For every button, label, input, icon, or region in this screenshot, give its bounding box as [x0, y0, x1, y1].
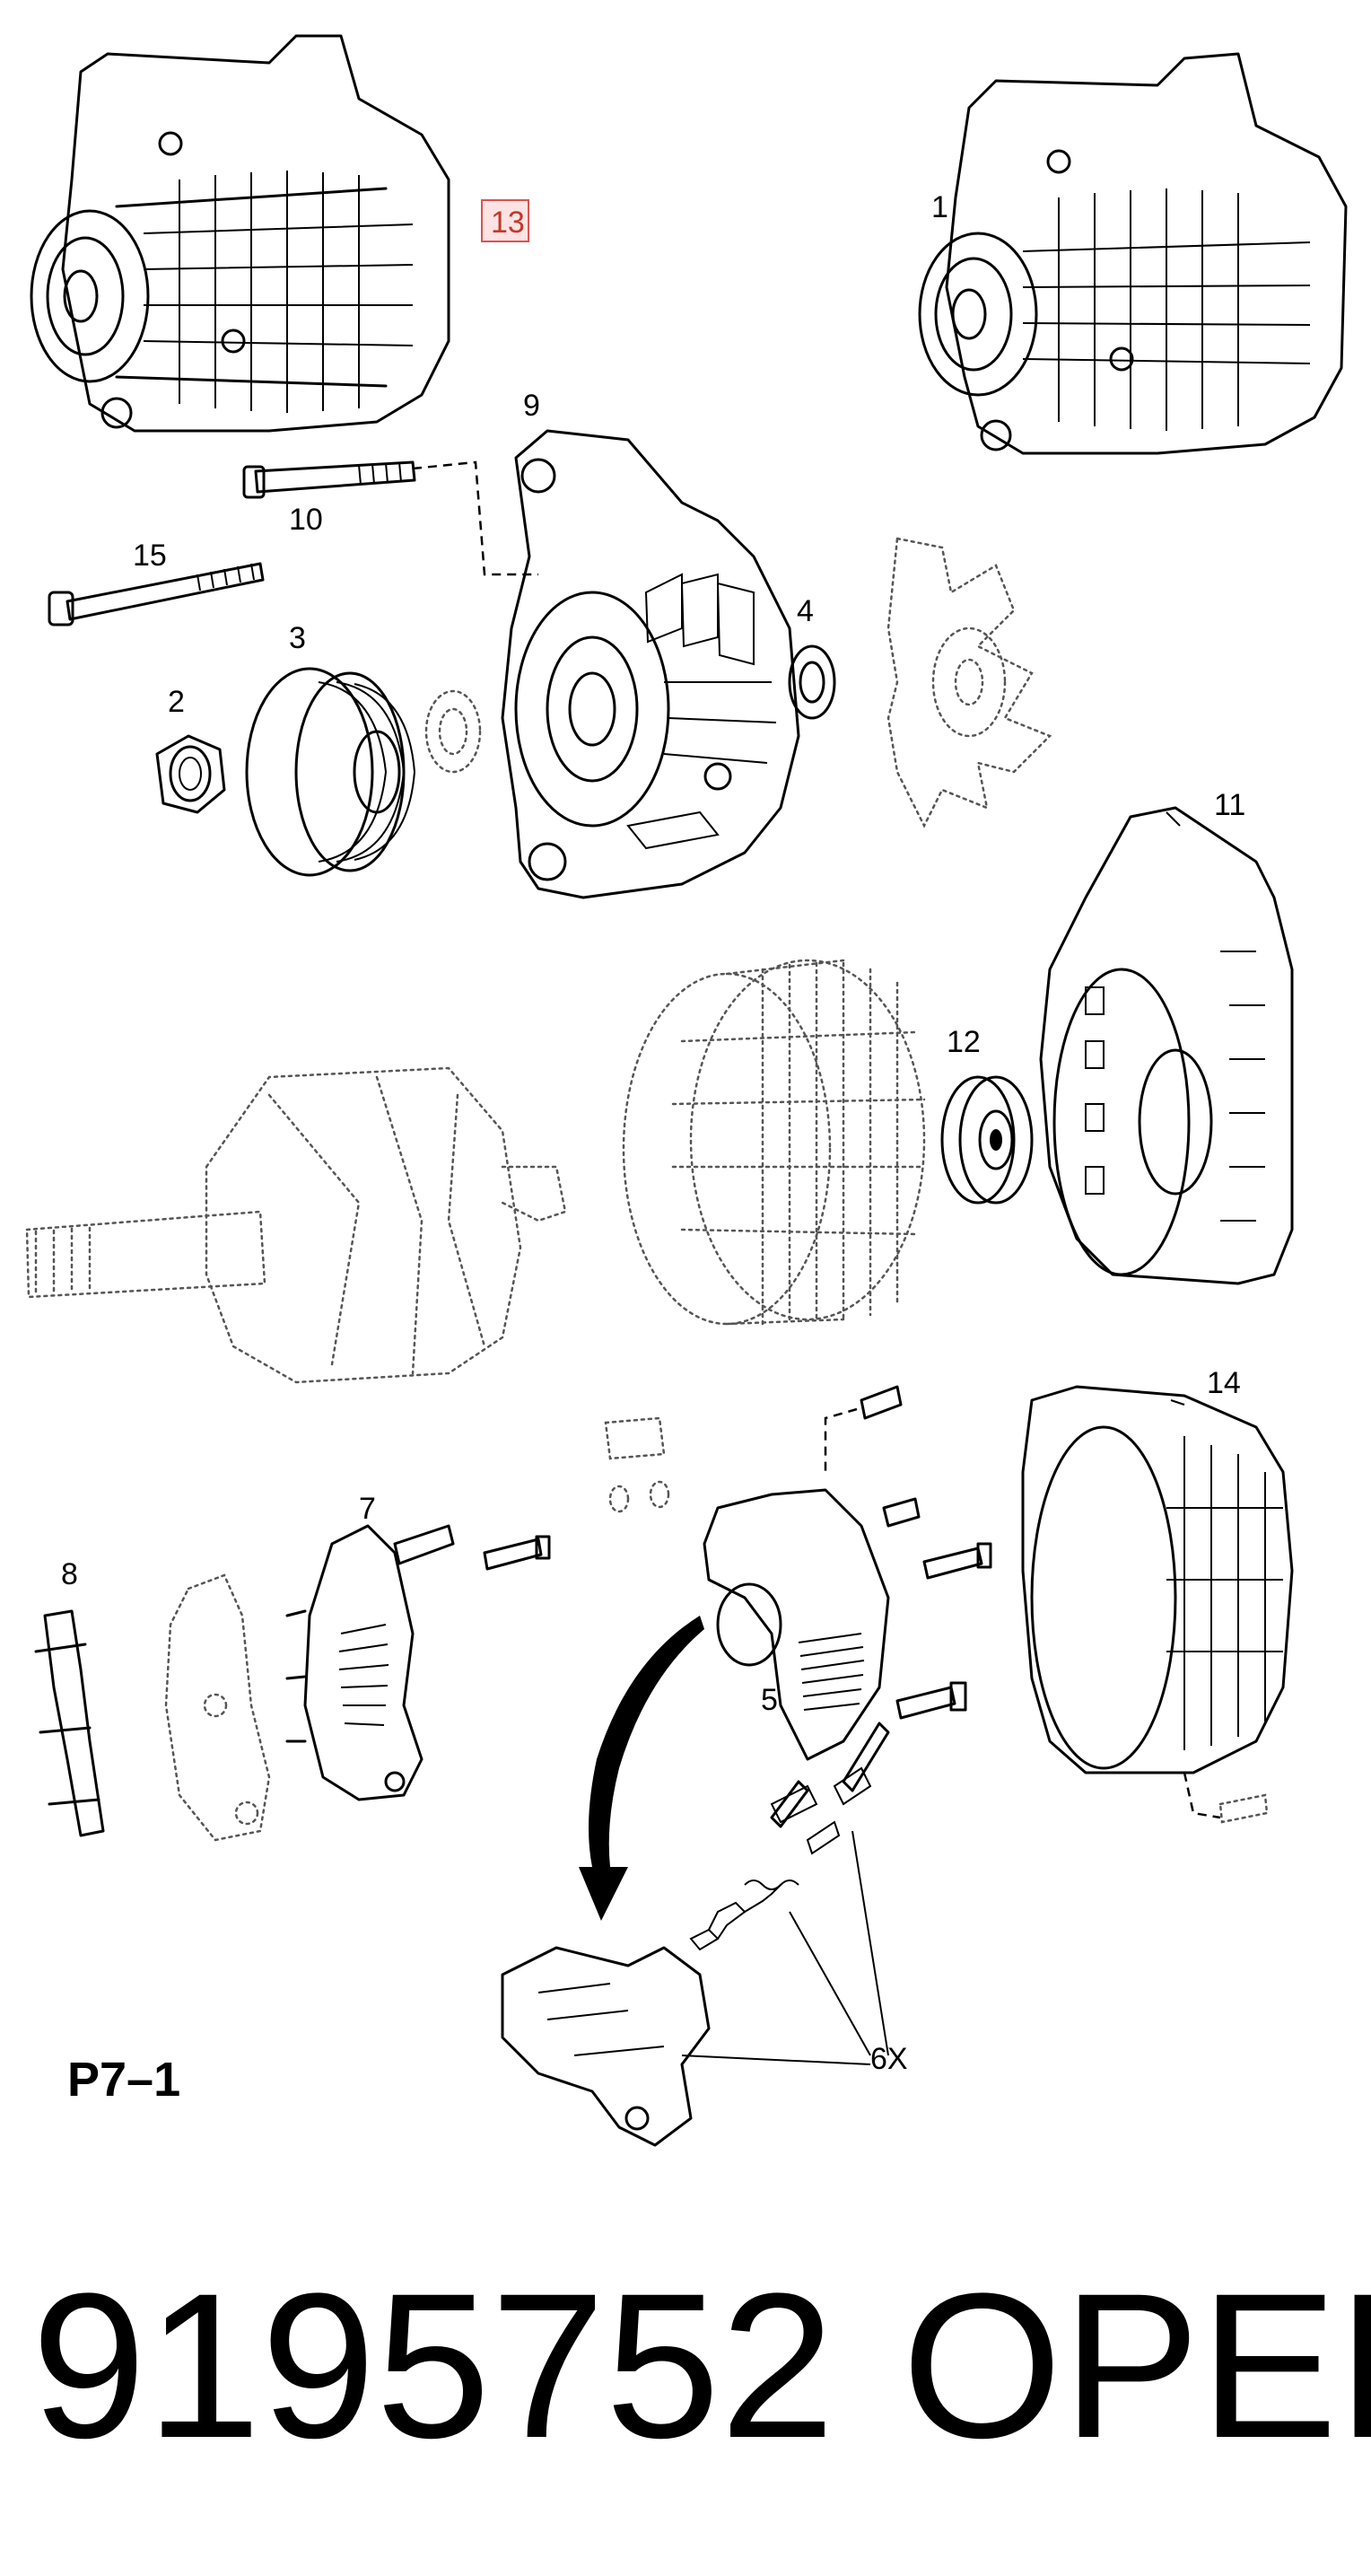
- part-number: 9195752: [31, 2250, 834, 2481]
- leader-lines: [1166, 811, 1185, 1406]
- figure-label: P7–1: [67, 2053, 180, 2107]
- brand-name: OPEL: [902, 2250, 1371, 2481]
- bracket-8: [34, 1609, 105, 1837]
- rectifier-7: [285, 1524, 455, 1801]
- bearing-12: [940, 1075, 1034, 1205]
- brush-holder-6x: [501, 1722, 890, 2147]
- pulley-3: [245, 667, 416, 877]
- insulating-plate: [164, 1573, 271, 1842]
- bolt-15: [48, 562, 265, 626]
- callout-2[interactable]: 2: [168, 685, 185, 719]
- alternator-assembly-right: [918, 52, 1348, 455]
- callout-11[interactable]: 11: [1214, 788, 1245, 822]
- callout-10[interactable]: 10: [289, 503, 323, 537]
- callout-6x[interactable]: 6X: [870, 2042, 908, 2076]
- transfer-arrow: [579, 1616, 704, 1921]
- stator: [622, 959, 926, 1326]
- callout-13-highlight: [481, 199, 529, 242]
- regulator-5: [703, 1385, 992, 1761]
- callout-9[interactable]: 9: [523, 389, 540, 423]
- ring-4: [788, 644, 836, 720]
- rear-cover-14: [1021, 1385, 1294, 1824]
- fan: [886, 537, 1052, 828]
- callout-12[interactable]: 12: [947, 1025, 981, 1059]
- alternator-assembly-left: [30, 34, 450, 433]
- callout-7[interactable]: 7: [359, 1492, 376, 1526]
- screw-rectifier: [483, 1535, 551, 1571]
- rotor: [25, 1066, 567, 1384]
- nut-2: [155, 734, 226, 814]
- callout-5[interactable]: 5: [761, 1683, 778, 1717]
- callout-4[interactable]: 4: [797, 594, 814, 628]
- callout-15[interactable]: 15: [133, 539, 167, 573]
- callout-3[interactable]: 3: [289, 621, 306, 655]
- callout-8[interactable]: 8: [61, 1557, 78, 1591]
- callout-14[interactable]: 14: [1207, 1366, 1241, 1400]
- callout-1[interactable]: 1: [931, 190, 948, 224]
- drive-end-housing-9: [501, 429, 800, 899]
- small-cap: [604, 1416, 670, 1513]
- callout-13[interactable]: 13: [491, 206, 525, 240]
- slip-ring-end-housing-11: [1039, 806, 1294, 1285]
- spacer-ring: [424, 689, 482, 774]
- bolt-10: [242, 460, 538, 576]
